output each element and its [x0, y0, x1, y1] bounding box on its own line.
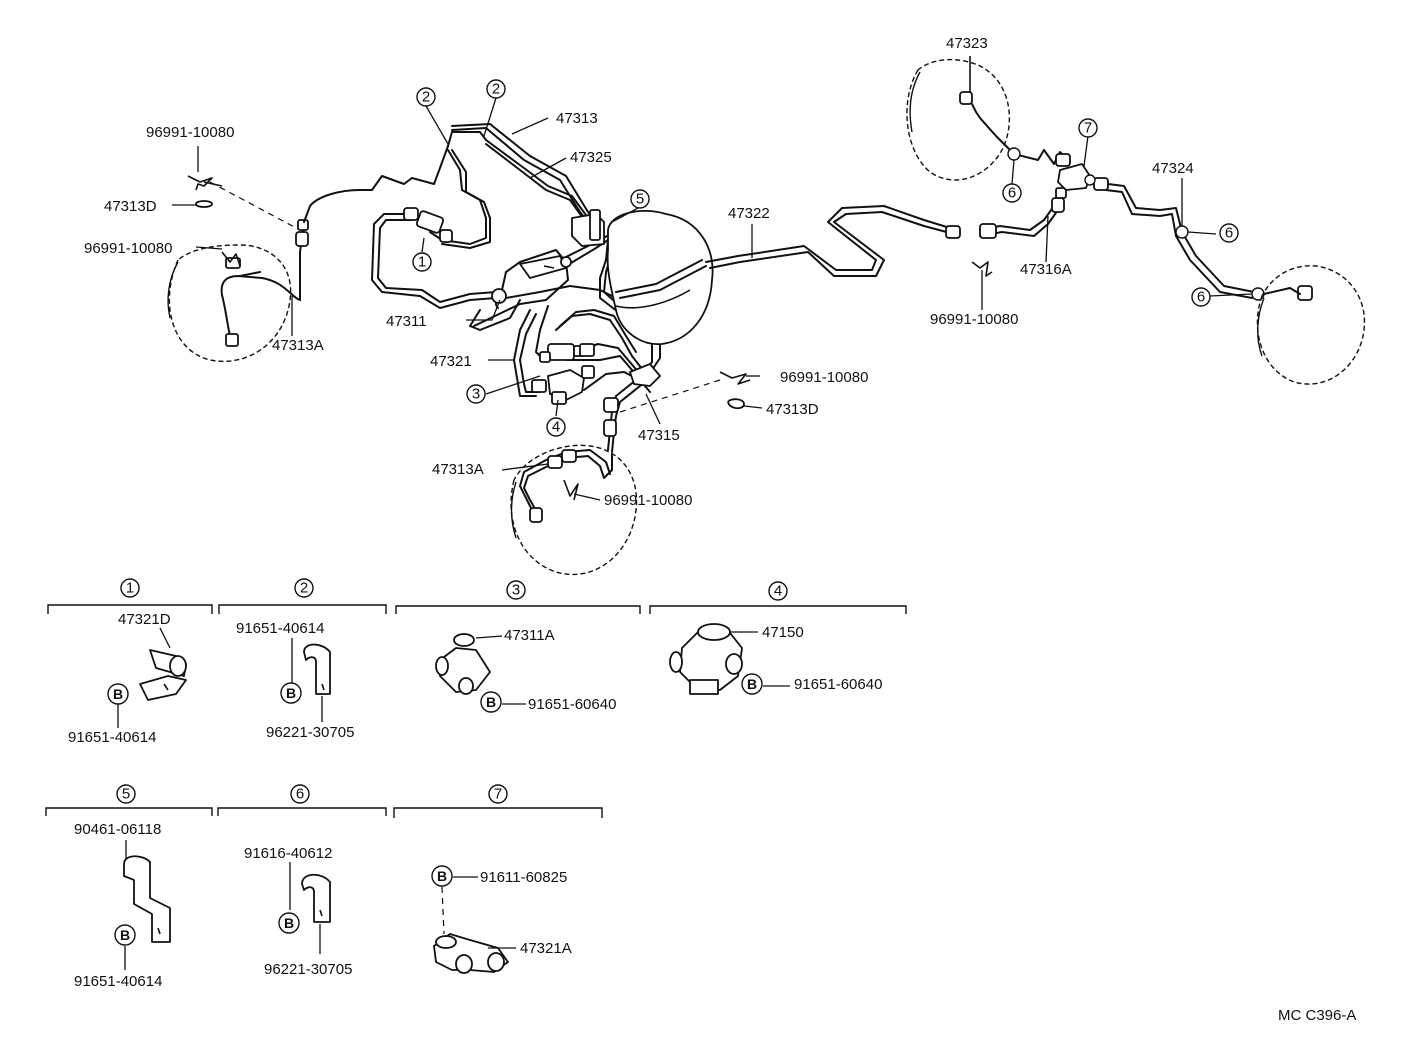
- line-47323: [959, 56, 1071, 165]
- callout-2a: 2: [416, 87, 436, 107]
- detail-6-bolt: B: [284, 915, 294, 931]
- svg-text:2: 2: [422, 89, 430, 106]
- line-47322: [615, 205, 961, 299]
- callout-6c: 6: [1191, 287, 1211, 307]
- callout-4: 4: [546, 417, 566, 437]
- label-47321: 47321: [430, 353, 472, 370]
- callout-2b: 2: [486, 79, 506, 99]
- detail-2: 2 91651-40614 B 96221-30705: [218, 578, 387, 741]
- label-47313d-mid: 47313D: [766, 401, 819, 418]
- callout-5: 5: [630, 189, 650, 209]
- brake-booster: [606, 210, 714, 345]
- detail-4-part-b: 91651-60640: [794, 676, 882, 693]
- junction-bracket: [519, 209, 605, 279]
- clip-47313D-mid: [727, 398, 745, 410]
- right-rear-drum: [1256, 265, 1366, 385]
- dash-guide-left: [209, 181, 301, 231]
- label-96991-mid: 96991-10080: [780, 369, 868, 386]
- detail-1: 1 47321D B 91651-40614: [47, 578, 213, 746]
- label-96991-left: 96991-10080: [84, 240, 172, 257]
- leader-lines: [172, 97, 1253, 501]
- svg-text:4: 4: [552, 419, 560, 436]
- callout-7: 7: [1078, 118, 1098, 138]
- svg-text:5: 5: [636, 191, 644, 208]
- detail-3: 3 47311A B 91651-60640: [395, 580, 641, 713]
- label-47313a-bottom: 47313A: [432, 461, 484, 478]
- label-47311: 47311: [386, 313, 427, 330]
- detail-3-bolt: B: [486, 694, 496, 710]
- detail-6-part-a: 91616-40612: [244, 845, 332, 862]
- right-front-drum: [906, 58, 1011, 181]
- detail-4-bolt: B: [747, 676, 757, 692]
- detail-5-part-b: 91651-40614: [74, 973, 162, 990]
- svg-text:6: 6: [1008, 185, 1016, 202]
- svg-text:5: 5: [122, 786, 130, 803]
- svg-text:7: 7: [494, 786, 502, 803]
- label-47313: 47313: [556, 110, 598, 127]
- label-47313a-left: 47313A: [272, 337, 324, 354]
- detail-4-part-a: 47150: [762, 624, 804, 641]
- detail-1-part-b: 91651-40614: [68, 729, 156, 746]
- label-96991-bottom: 96991-10080: [604, 492, 692, 509]
- detail-2-part-b: 96221-30705: [266, 724, 354, 741]
- callout-3: 3: [466, 384, 486, 404]
- right-rear-hose-47316A: [971, 187, 1067, 277]
- detail-2-part-a: 91651-40614: [236, 620, 324, 637]
- detail-3-part-b: 91651-60640: [528, 696, 616, 713]
- detail-5-part-a: 90461-06118: [74, 821, 161, 838]
- label-47323: 47323: [946, 35, 988, 52]
- clip-96991-left: [221, 251, 241, 267]
- label-96991-ul: 96991-10080: [146, 124, 234, 141]
- label-47316a: 47316A: [1020, 261, 1072, 278]
- label-47324: 47324: [1152, 160, 1194, 177]
- detail-5-bolt: B: [120, 927, 130, 943]
- part-labels: 96991-10080 47313D 96991-10080 47313A 47…: [84, 35, 1194, 509]
- callout-1: 1: [412, 252, 432, 272]
- label-47313d-left: 47313D: [104, 198, 157, 215]
- svg-text:6: 6: [1197, 289, 1205, 306]
- detail-7-part-a: 91611-60825: [480, 869, 567, 886]
- detail-1-part-a: 47321D: [118, 611, 171, 628]
- detail-2-bolt: B: [286, 685, 296, 701]
- label-47322: 47322: [728, 205, 770, 222]
- detail-6-part-b: 96221-30705: [264, 961, 352, 978]
- detail-7: 7 B 91611-60825 47321A: [393, 784, 603, 974]
- svg-text:1: 1: [126, 580, 134, 597]
- callout-6a: 6: [1002, 183, 1022, 203]
- tee-fitting-7: [1055, 153, 1109, 191]
- bottom-drum: [510, 444, 638, 576]
- svg-text:6: 6: [296, 786, 304, 803]
- svg-text:1: 1: [418, 254, 426, 271]
- detail-7-bolt: B: [437, 868, 447, 884]
- detail-3-part-a: 47311A: [504, 627, 555, 644]
- svg-text:7: 7: [1084, 120, 1092, 137]
- svg-text:2: 2: [492, 81, 500, 98]
- detail-1-bolt: B: [113, 686, 123, 702]
- callout-6b: 6: [1219, 223, 1239, 243]
- detail-5: 5 90461-06118 B 91651-40614: [45, 784, 213, 990]
- bottom-hose-47313A: [519, 419, 617, 523]
- left-front-drum: [167, 244, 292, 362]
- svg-text:6: 6: [1225, 225, 1233, 242]
- svg-text:3: 3: [512, 582, 520, 599]
- clip-96991-upper-left: [187, 175, 223, 191]
- detail-4: 4 47150 B 91651-60640: [649, 581, 907, 695]
- detail-7-part-b: 47321A: [520, 940, 572, 957]
- valve-cluster: [531, 343, 661, 413]
- label-47325: 47325: [570, 149, 612, 166]
- svg-text:3: 3: [472, 386, 480, 403]
- clip-96991-mid: [719, 371, 751, 385]
- line-47324: [1105, 183, 1313, 301]
- svg-text:2: 2: [300, 580, 308, 597]
- diagram-code: MC C396-A: [1278, 1007, 1356, 1024]
- clip-47313D-left: [195, 200, 213, 208]
- left-front-hose: [220, 219, 309, 347]
- label-47315: 47315: [638, 427, 680, 444]
- detail-6: 6 91616-40612 B 96221-30705: [217, 784, 387, 978]
- svg-text:4: 4: [774, 583, 782, 600]
- label-96991-right: 96991-10080: [930, 311, 1018, 328]
